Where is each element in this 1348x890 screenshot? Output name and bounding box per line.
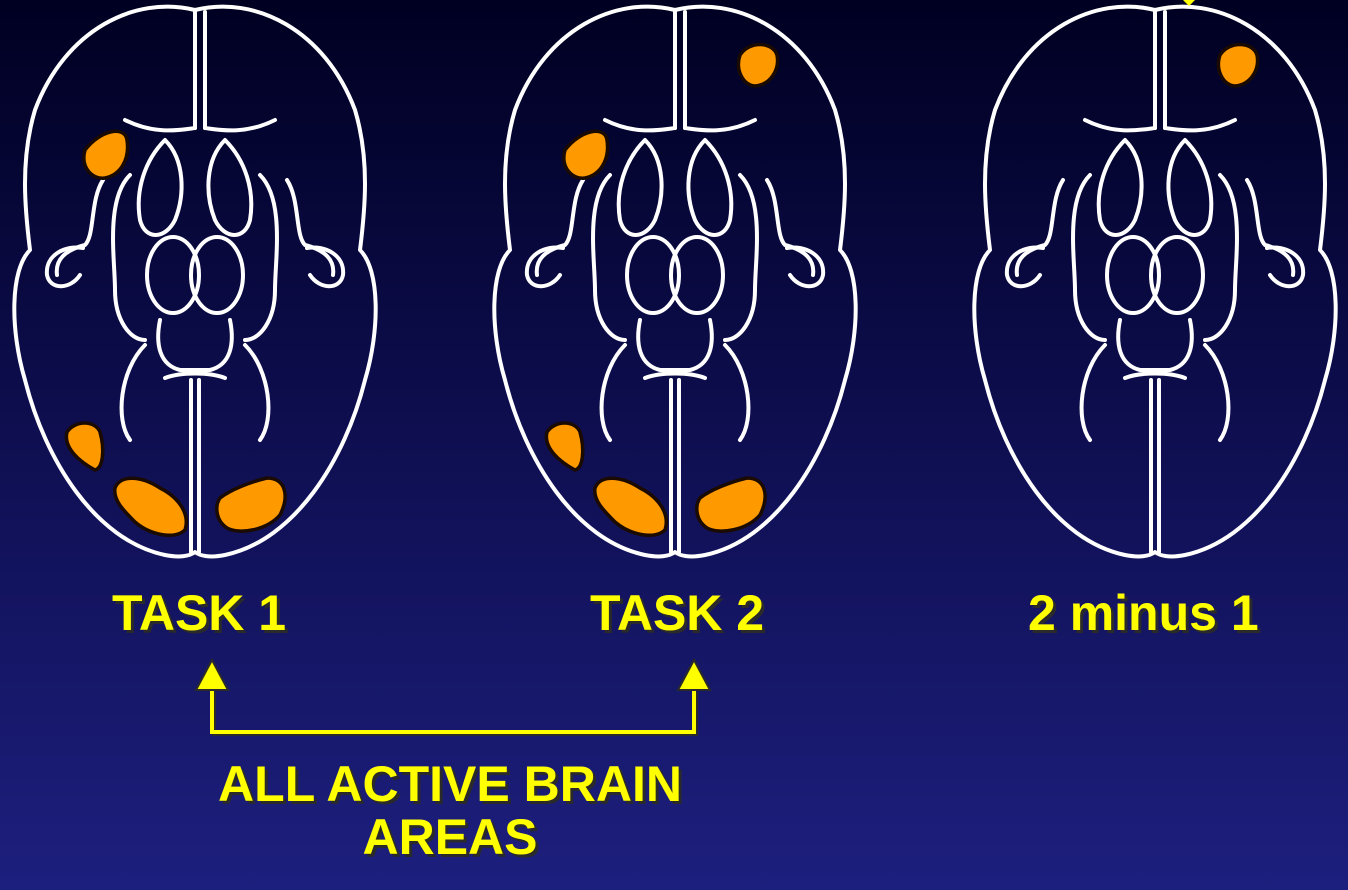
activation-blob: [697, 478, 765, 531]
activation-blob: [115, 478, 187, 535]
brain-diagram-task-2: [485, 0, 865, 570]
activation-blob: [564, 131, 608, 178]
activation-blob: [738, 44, 777, 86]
arrow-head-right: [678, 660, 710, 690]
activation-blob: [66, 423, 102, 470]
activation-blob: [1218, 44, 1257, 86]
task-1-label: TASK 1: [112, 588, 286, 638]
brain-diagram-difference: [965, 0, 1345, 570]
activation-blob: [217, 478, 285, 531]
caption-line-1: ALL ACTIVE BRAIN: [150, 758, 750, 811]
caption: ALL ACTIVE BRAIN AREAS: [150, 758, 750, 863]
bracket-line: [212, 690, 696, 734]
difference-label: 2 minus 1: [1028, 588, 1259, 638]
caption-line-2: AREAS: [150, 811, 750, 864]
task-2-label: TASK 2: [590, 588, 764, 638]
activation-blob: [546, 423, 582, 470]
arrow-head-left: [196, 660, 228, 690]
brain-diagram-task-1: [5, 0, 385, 570]
activation-blob: [84, 131, 128, 178]
activation-blob: [595, 478, 667, 535]
